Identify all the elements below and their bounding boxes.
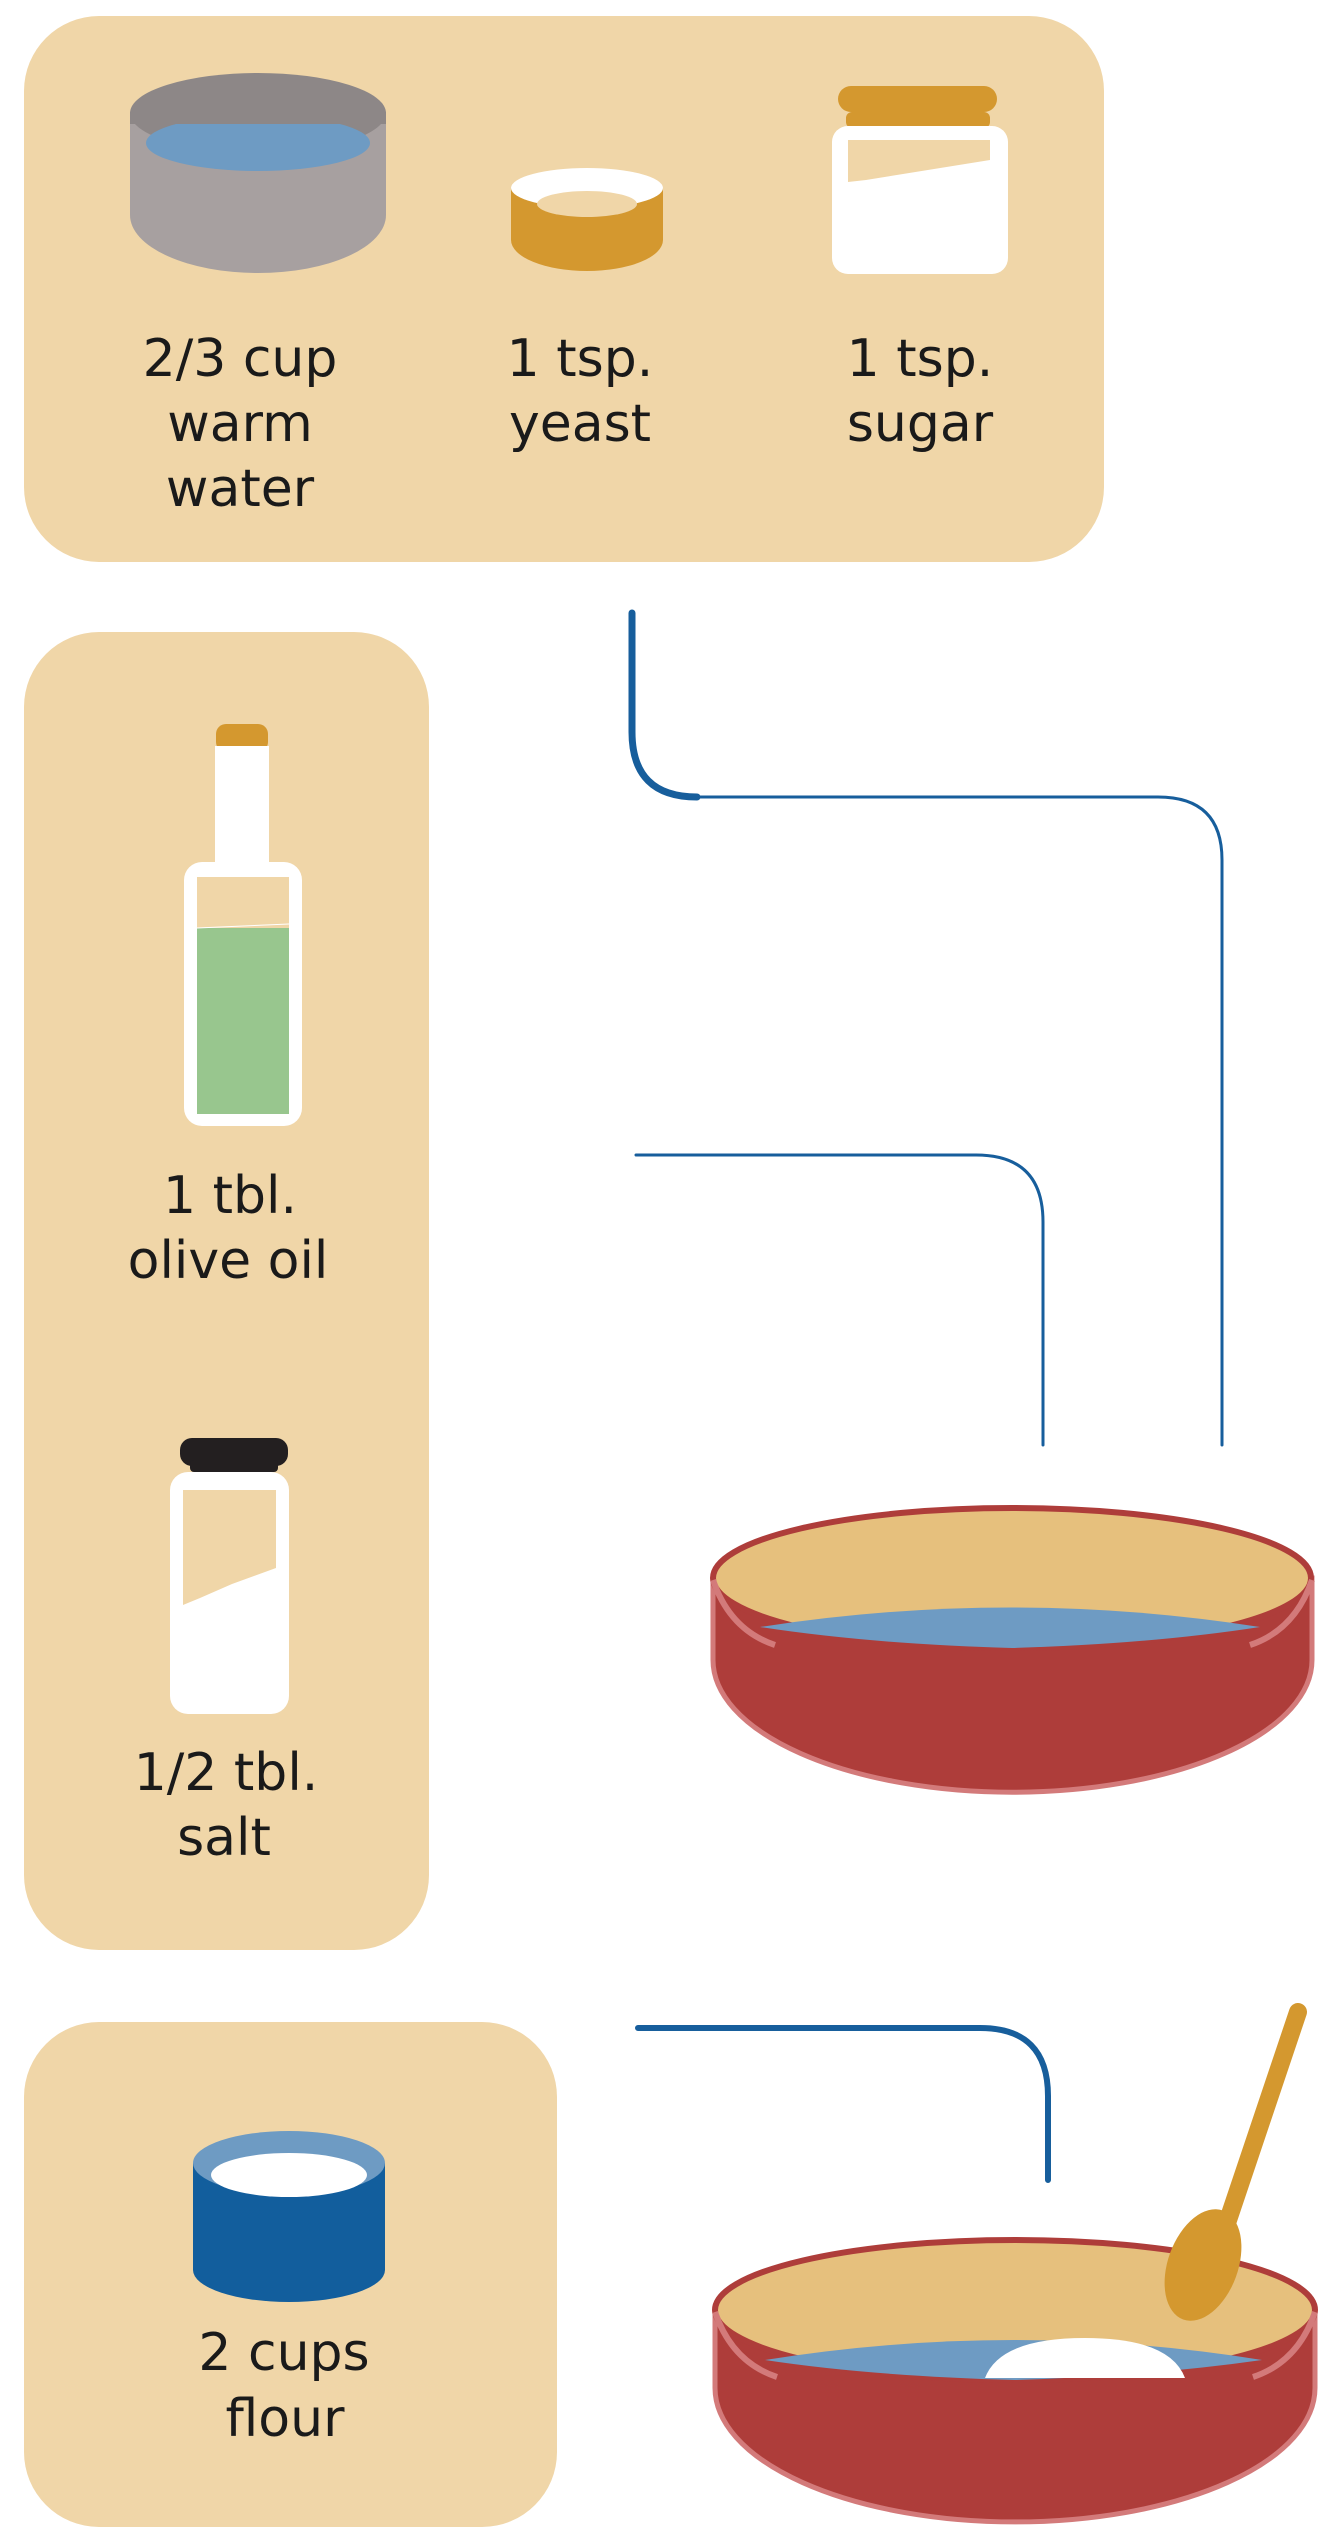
label-water-descriptor: warm (167, 394, 313, 454)
label-flour-amount: 2 cups (198, 2323, 369, 2383)
connector-top-group-run (695, 795, 1224, 1447)
connector-middle-group (634, 1153, 1045, 1447)
label-yeast-name: yeast (509, 394, 651, 454)
yeast-dish-icon (511, 168, 663, 271)
label-oil-name: olive oil (128, 1231, 329, 1291)
label-oil-amount: 1 tbl. (163, 1166, 297, 1226)
label-flour-name: flour (226, 2389, 346, 2449)
sugar-jar-icon (832, 86, 1008, 274)
salt-shaker-icon (170, 1438, 289, 1714)
connector-bottom-group (635, 2025, 1051, 2183)
mixing-bowl-with-spoon-icon (712, 2003, 1318, 2525)
connectors (628, 609, 1224, 2183)
label-yeast-amount: 1 tsp. (507, 329, 654, 389)
label-sugar-name: sugar (847, 394, 994, 454)
label-salt-name: salt (177, 1808, 271, 1868)
label-salt: 1/2 tbl. salt (134, 1743, 319, 1868)
mixing-bowl-icon (710, 1505, 1315, 1795)
water-bowl-icon (130, 73, 386, 273)
panel-middle (24, 632, 429, 1950)
label-flour: 2 cups flour (198, 2323, 369, 2449)
label-sugar-amount: 1 tsp. (847, 329, 994, 389)
label-water-amount: 2/3 cup (143, 329, 338, 389)
label-sugar: 1 tsp. sugar (847, 329, 994, 454)
label-oil: 1 tbl. olive oil (128, 1166, 329, 1291)
label-salt-amount: 1/2 tbl. (134, 1743, 319, 1803)
wooden-spoon-icon (1164, 2003, 1307, 2321)
flour-container-icon (193, 2131, 385, 2302)
label-yeast: 1 tsp. yeast (507, 329, 654, 454)
olive-oil-bottle-icon (184, 724, 302, 1126)
connector-top-group (628, 609, 701, 801)
label-water: 2/3 cup warm water (143, 329, 338, 519)
label-water-name: water (166, 459, 315, 519)
